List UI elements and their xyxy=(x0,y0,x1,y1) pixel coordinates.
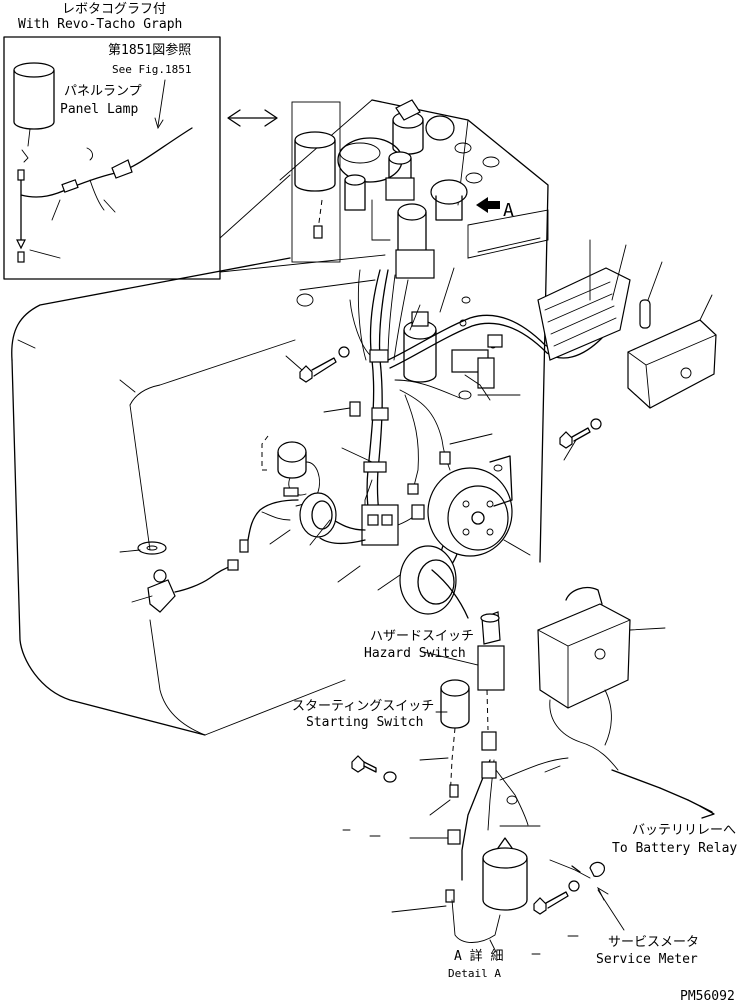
hazard-switch-jp: ハザードスイッチ xyxy=(370,629,474,644)
revo-label-en: With Revo-Tacho Graph xyxy=(18,17,182,32)
bolt-right xyxy=(559,418,602,449)
starting-switch-part xyxy=(440,679,470,801)
bolt-left xyxy=(299,346,350,383)
fuse-cover xyxy=(627,319,717,409)
starting-switch-en: Starting Switch xyxy=(306,715,423,730)
revo-label-jp: レボタコグラフ付 xyxy=(62,2,166,17)
small-parts-left xyxy=(137,541,239,613)
lamp-assembly xyxy=(239,435,337,553)
drawing-number: PM56092 xyxy=(680,989,735,1004)
service-meter-jp: サービスメータ xyxy=(608,935,699,950)
fig-ref-jp: 第1851図参照 xyxy=(108,42,191,58)
starting-switch-jp: スターティングスイッチ xyxy=(292,699,434,714)
double-arrow xyxy=(227,109,278,127)
detail-wiring xyxy=(445,757,591,943)
hazard-switch-part xyxy=(477,611,505,751)
side-cover xyxy=(11,257,346,736)
battery-relay-jp: バッテリリレーへ xyxy=(632,823,736,838)
panel-lamp-en: Panel Lamp xyxy=(60,102,138,117)
dashboard-panel xyxy=(279,99,549,563)
service-box xyxy=(537,586,689,801)
panel-lamp-jp: パネルランプ xyxy=(64,84,142,99)
inset-box xyxy=(3,36,221,280)
detail-a-en: Detail A xyxy=(448,967,501,980)
battery-arrow xyxy=(687,799,715,819)
fuse-box xyxy=(537,267,651,361)
view-a-label: A xyxy=(503,200,514,221)
view-a-arrow xyxy=(476,197,500,213)
bolt-bottom xyxy=(533,861,605,915)
bolt-detail-left xyxy=(351,755,397,783)
fig-ref-en: See Fig.1851 xyxy=(112,63,191,76)
service-meter-part xyxy=(482,837,528,911)
panel-lamp-part xyxy=(13,62,55,263)
hazard-switch-en: Hazard Switch xyxy=(364,646,466,661)
wire-harness xyxy=(296,269,603,546)
detail-a-jp: A 詳 細 xyxy=(454,948,503,964)
battery-relay-en: To Battery Relay xyxy=(612,841,737,856)
service-meter-en: Service Meter xyxy=(596,952,698,967)
leader-lines xyxy=(119,239,713,955)
round-meter xyxy=(427,455,513,557)
grommet-part xyxy=(399,545,469,619)
